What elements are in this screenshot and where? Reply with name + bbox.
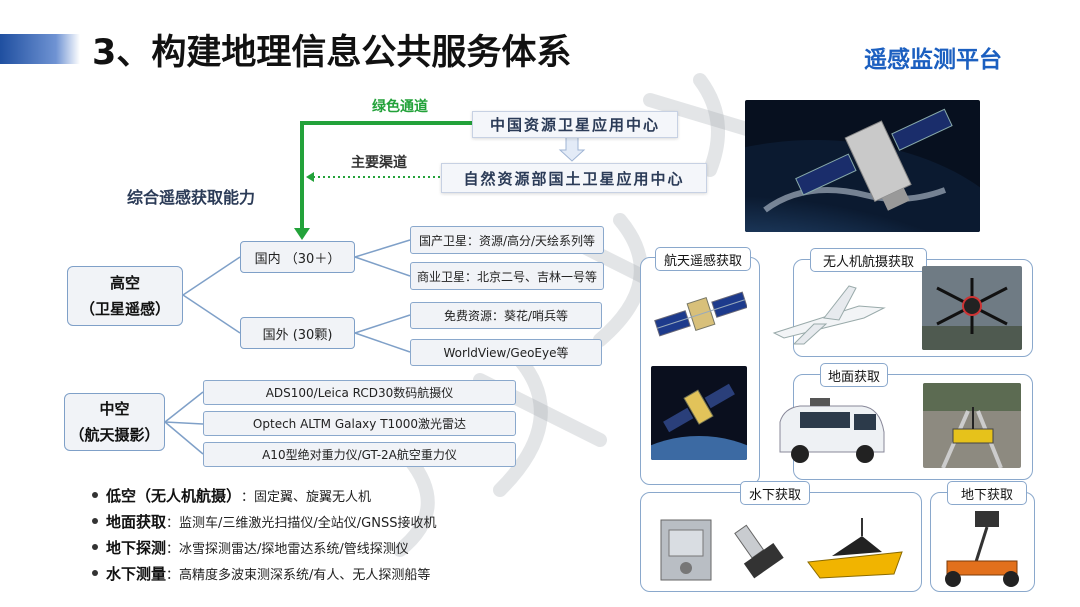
survey-van-image [770,392,892,468]
multirotor-uav-image [922,266,1022,350]
green-channel-line [300,121,472,232]
mid-altitude-box: 中空 （航天摄影） [64,393,165,451]
space-satellite-image-1 [651,278,747,352]
bullet-desc: ：固定翼、旋翼无人机 [241,489,372,505]
land-satellite-center: 自然资源部国土卫星应用中心 [441,163,707,193]
bullet-dot-icon [92,518,98,524]
panel-ground-label: 地面获取 [820,363,888,387]
high-altitude-title: 高空 [109,274,140,292]
bullet-item-underground: 地下探测 ：冰雪探测雷达/探地雷达系统/管线探测仪 [92,534,436,560]
foreign-item-2: WorldView/GeoEye等 [410,339,602,366]
mid-altitude-title: 中空 [99,400,130,418]
multibeam-sonar-image [655,510,717,588]
bullet-item-underwater: 水下测量 ：高精度多波束测深系统/有人、无人探测船等 [92,560,436,586]
header-accent-bar [0,34,80,64]
bullet-dot-icon [92,492,98,498]
bullet-desc: ：高精度多波束测深系统/有人、无人探测船等 [166,567,431,583]
capability-label: 综合遥感获取能力 [127,188,256,207]
bullet-list: 低空（无人机航摄） ：固定翼、旋翼无人机 地面获取 ：监测车/三维激光扫描仪/全… [92,482,436,586]
page-title: 3、构建地理信息公共服务体系 [92,33,572,73]
bullet-label: 地下探测 [106,538,167,557]
transducer-image [728,515,794,581]
platform-label: 遥感监测平台 [864,47,1002,73]
resource-satellite-center: 中国资源卫星应用中心 [472,111,678,138]
rail-scanner-image [923,383,1021,468]
bullet-label: 水下测量 [106,564,167,583]
bullet-desc: ：监测车/三维激光扫描仪/全站仪/GNSS接收机 [166,515,437,531]
domestic-item-1: 国产卫星：资源/高分/天绘系列等 [410,226,604,254]
ground-radar-image [935,505,1030,590]
domestic-item-2: 商业卫星：北京二号、吉林一号等 [410,262,604,290]
domestic-box: 国内 （30＋） [240,241,355,273]
main-channel-label: 主要渠道 [351,155,407,171]
bullet-dot-icon [92,544,98,550]
panel-underwater-label: 水下获取 [740,481,810,505]
center-down-arrow [558,136,586,162]
bullet-label: 地面获取 [106,512,167,531]
bullet-label: 低空（无人机航摄） [106,486,242,505]
bullet-item-low-altitude: 低空（无人机航摄） ：固定翼、旋翼无人机 [92,482,436,508]
main-channel-arrowhead [306,172,314,182]
fixed-wing-uav-image [764,278,894,348]
panel-space-label: 航天遥感获取 [655,247,751,271]
mid-item-3: A10型绝对重力仪/GT-2A航空重力仪 [203,442,516,467]
panel-underground-label: 地下获取 [947,481,1027,505]
foreign-box: 国外 (30颗) [240,317,355,349]
space-satellite-image-2 [651,366,747,460]
mid-altitude-subtitle: （航天摄影） [69,426,160,444]
panel-uav-label: 无人机航摄获取 [810,248,927,272]
mid-item-2: Optech ALTM Galaxy T1000激光雷达 [203,411,516,436]
bullet-dot-icon [92,570,98,576]
satellite-photo [745,100,980,232]
green-channel-arrowhead [294,228,310,240]
mid-item-1: ADS100/Leica RCD30数码航摄仪 [203,380,516,405]
bullet-desc: ：冰雪探测雷达/探地雷达系统/管线探测仪 [166,541,409,557]
high-altitude-box: 高空 （卫星遥感） [67,266,183,326]
high-altitude-subtitle: （卫星遥感） [79,300,170,318]
bullet-item-ground: 地面获取 ：监测车/三维激光扫描仪/全站仪/GNSS接收机 [92,508,436,534]
foreign-item-1: 免费资源：葵花/哨兵等 [410,302,602,329]
unmanned-boat-image [802,512,910,586]
green-channel-label: 绿色通道 [372,99,428,115]
